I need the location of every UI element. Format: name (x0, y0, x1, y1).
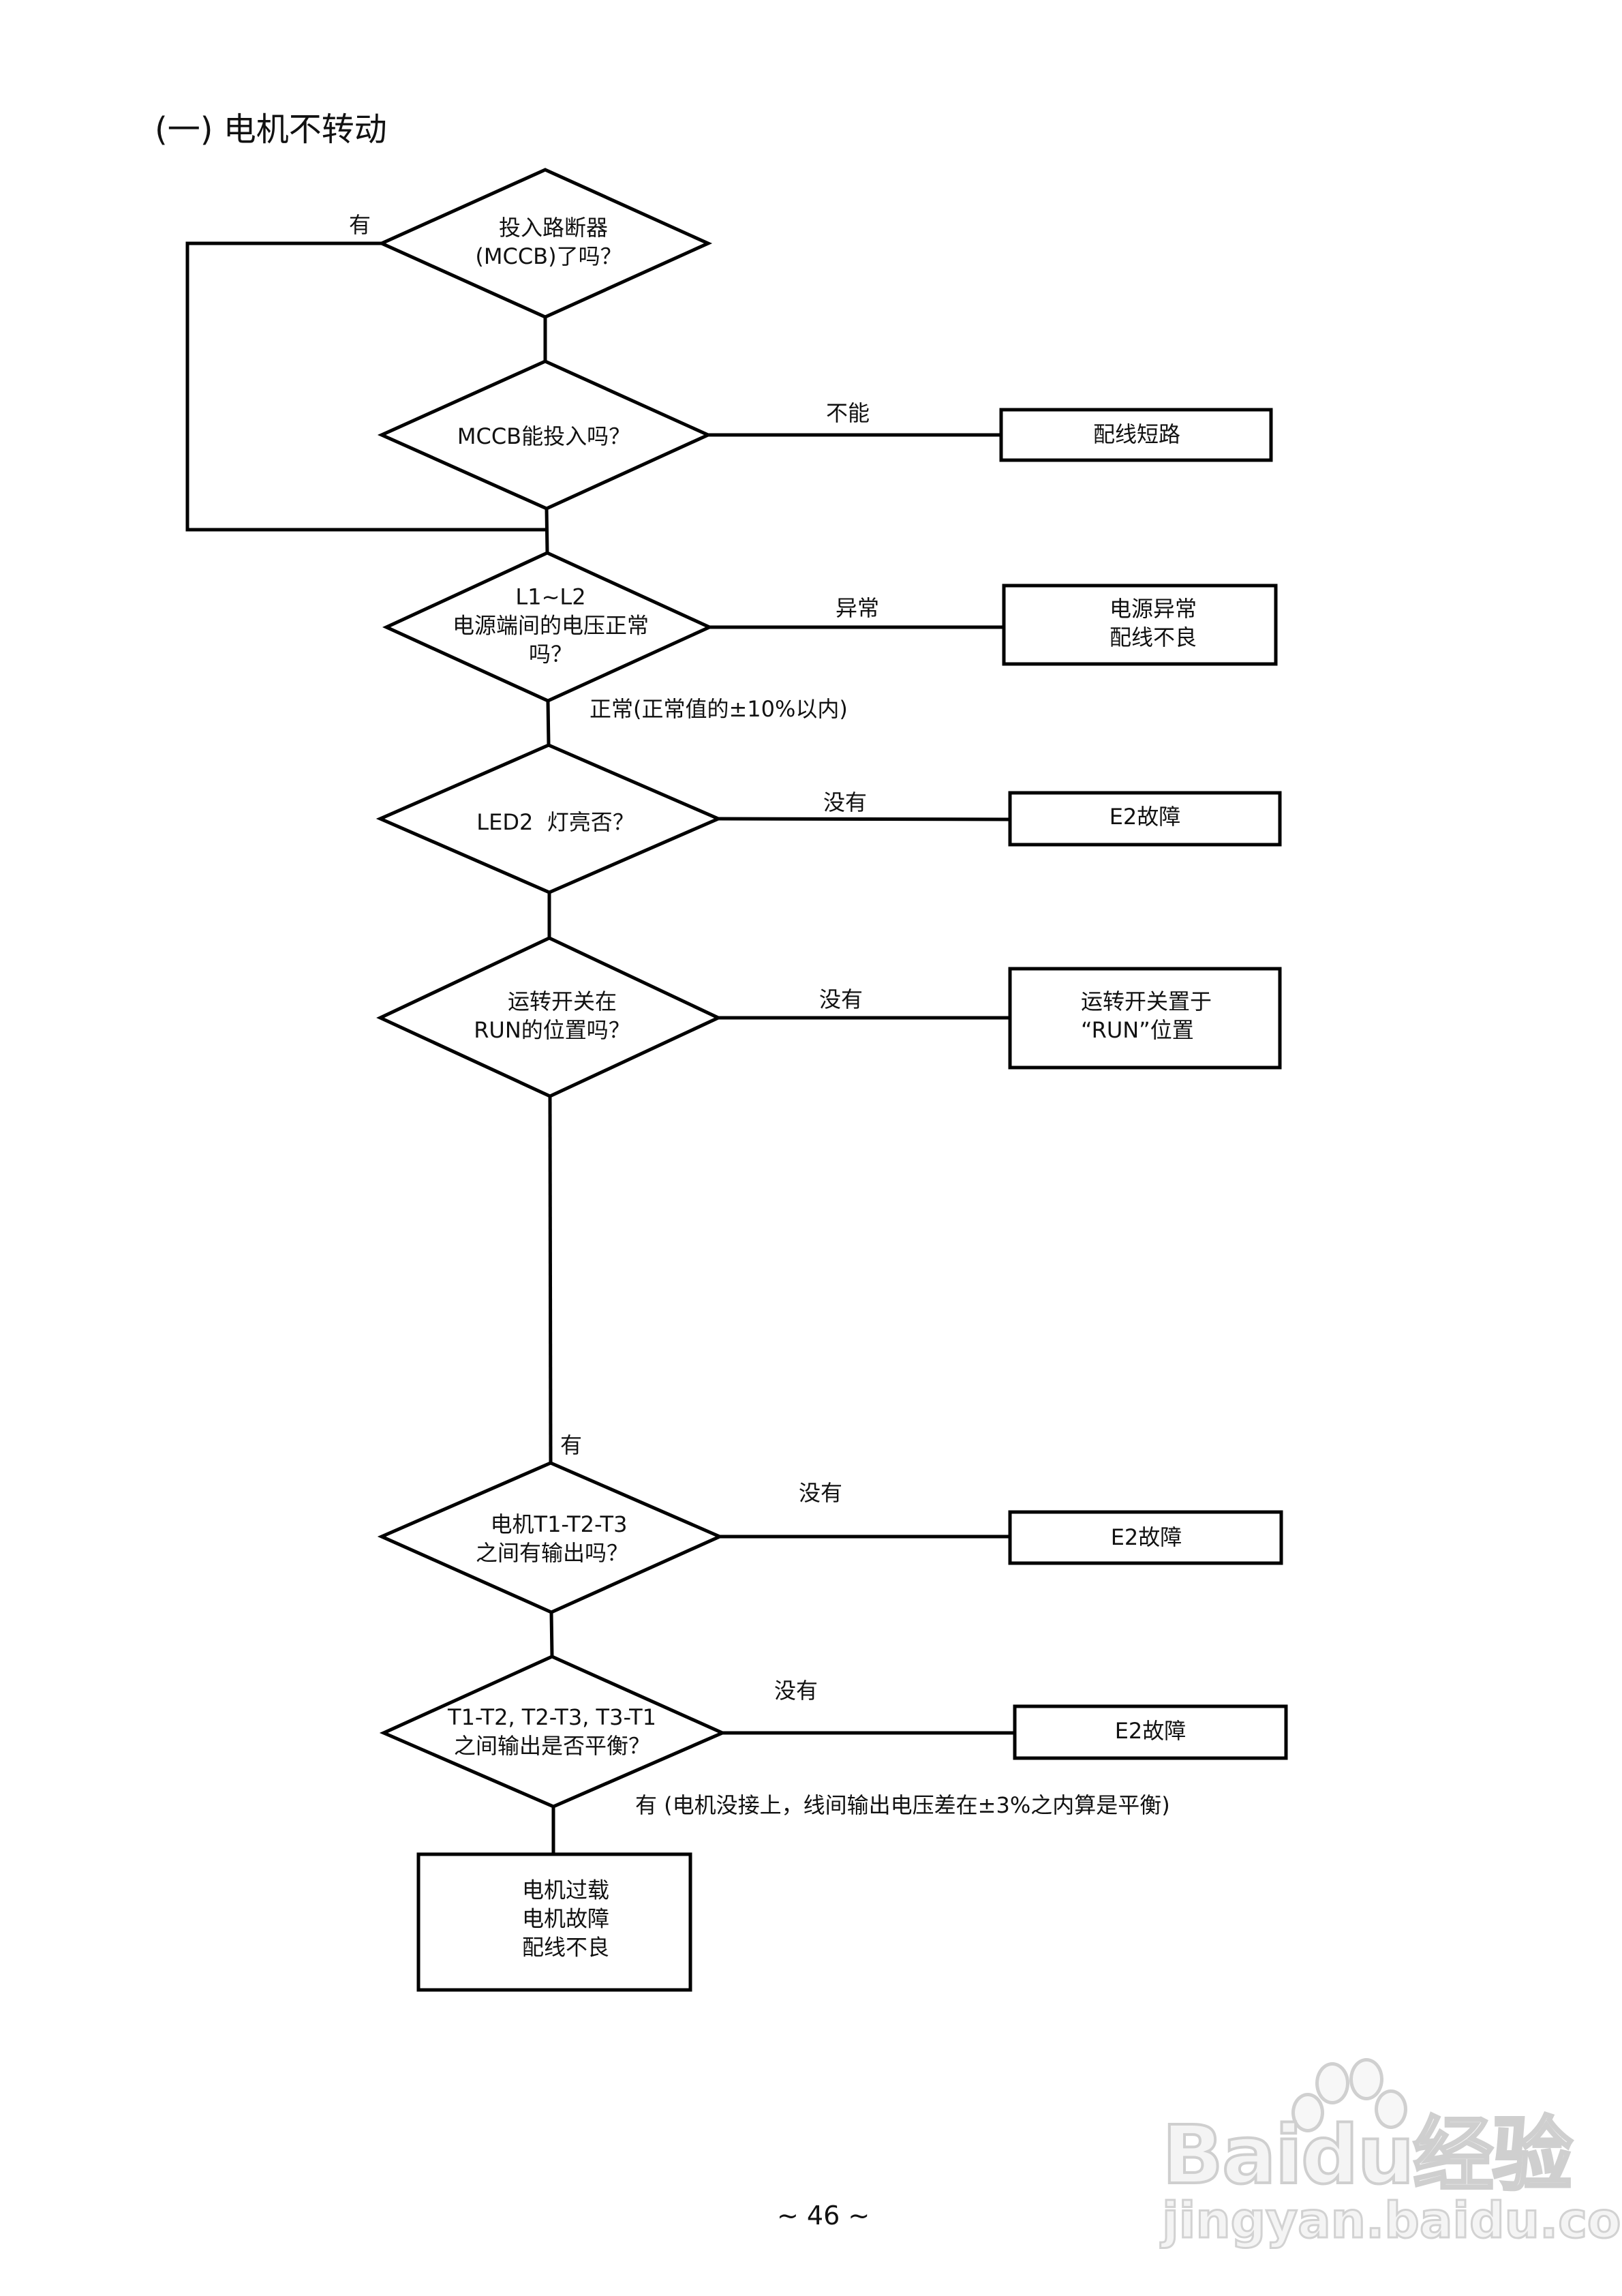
edge-label-d6-no: 没有 (799, 1480, 843, 1506)
decision-text-mccb-can-on: MCCB能投入吗？ (457, 423, 631, 449)
result-text-power-abnormal: 电源异常 配线不良 (1109, 595, 1197, 650)
edge-label-d2-no: 不能 (826, 400, 870, 426)
result-text-run-position: 运转开关置于 “RUN”位置 (1080, 988, 1212, 1043)
connector-d5-d6 (548, 1096, 553, 1464)
edge-label-d1-yes: 有 (349, 212, 371, 238)
edge-label-d3-normal: 正常(正常值的±10%以内) (590, 696, 848, 722)
result-box-e2-fault-1 (1008, 791, 1282, 847)
result-text-e2-fault-1: E2故障 (1109, 803, 1181, 830)
paw-icon-toe-1 (1315, 2062, 1349, 2104)
result-box-e2-fault-3 (1013, 1704, 1288, 1760)
paw-icon-toe-2 (1349, 2058, 1383, 2100)
edge-label-d4-no: 没有 (823, 789, 868, 815)
edge-label-d5-yes: 有 (560, 1432, 583, 1458)
decision-text-motor-output: 电机T1-T2-T3 之间有输出吗？ (475, 1511, 629, 1566)
edge-label-d7-yes: 有 (电机没接上，线间输出电压差在±3%之内算是平衡) (635, 1792, 1170, 1818)
result-text-short-circuit: 配线短路 (1092, 421, 1181, 447)
result-box-run-position (1008, 967, 1282, 1070)
connector-d6-d7 (549, 1612, 554, 1657)
decision-text-mccb-on: 投入路断器 (MCCB)了吗？ (475, 214, 622, 269)
paw-icon-toe-4 (1375, 2089, 1407, 2129)
result-box-e2-fault-2 (1008, 1510, 1283, 1565)
edge-label-d3-abnormal: 异常 (836, 595, 880, 621)
connector-d3-d4 (546, 700, 551, 746)
baidu-watermark: Baidu经验 jingyan.baidu.com (1161, 2058, 1622, 2260)
watermark-logo: Baidu经验 (1161, 2106, 1574, 2203)
decision-diamond-run-switch (376, 936, 722, 1098)
decision-diamond-voltage (382, 551, 714, 703)
decision-text-voltage: L1~L2 电源端间的电压正常 吗？ (452, 584, 649, 668)
section-title: (一) 电机不转动 (155, 110, 387, 149)
edge-label-d7-no: 没有 (774, 1678, 818, 1704)
decision-text-output-balance: T1-T2, T2-T3, T3-T1 之间输出是否平衡？ (448, 1704, 656, 1759)
decision-diamond-mccb-on (377, 168, 713, 319)
watermark-url: jingyan.baidu.com (1161, 2191, 1622, 2250)
decision-diamond-output-balance (379, 1655, 727, 1809)
decision-diamond-motor-output (377, 1461, 724, 1614)
edge-label-d5-no: 没有 (819, 986, 863, 1012)
result-box-final-causes (416, 1852, 692, 1992)
decision-diamond-led2 (376, 743, 723, 894)
result-text-e2-fault-3: E2故障 (1114, 1717, 1187, 1744)
connector-d1-loop (185, 241, 547, 532)
decision-diamond-mccb-can-on (377, 359, 713, 511)
result-text-e2-fault-2: E2故障 (1110, 1524, 1182, 1550)
page-number: ~ 46 ~ (777, 2201, 870, 2231)
result-box-power-abnormal (1002, 584, 1278, 666)
paw-icon-toe-3 (1291, 2093, 1324, 2132)
decision-text-led2: LED2 灯亮否？ (476, 809, 634, 835)
result-text-final-causes: 电机过载 电机故障 配线不良 (521, 1877, 610, 1961)
result-box-short-circuit (999, 408, 1273, 462)
decision-text-run-switch: 运转开关在 RUN的位置吗？ (474, 988, 630, 1043)
